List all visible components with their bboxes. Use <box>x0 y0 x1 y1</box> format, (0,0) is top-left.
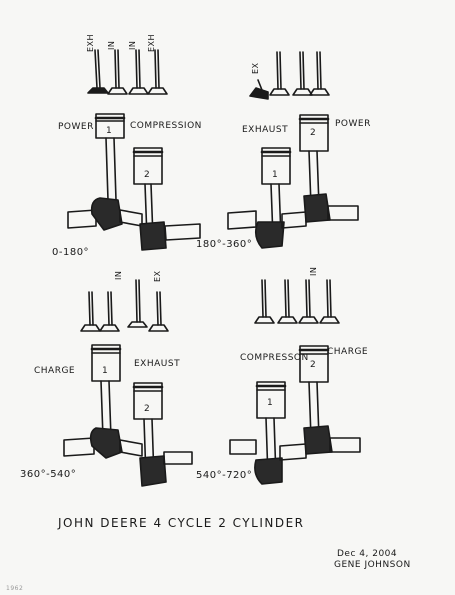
valve-label-in: IN <box>309 266 318 276</box>
crank-range-label: 0-180° <box>52 247 90 258</box>
crank-range-label: 360°-540° <box>20 469 77 480</box>
piston-number-1: 1 <box>267 398 274 408</box>
crankshaft <box>67 197 201 251</box>
piston-1 <box>260 147 292 239</box>
stroke-label-right: POWER <box>335 119 371 129</box>
piston-1 <box>90 344 122 439</box>
crank-range-label: 540°-720° <box>196 470 253 481</box>
piston-number-2: 2 <box>310 360 317 370</box>
piston-number-1: 1 <box>272 170 279 180</box>
panel-0-180 <box>67 49 201 251</box>
panel-360-540 <box>63 279 193 487</box>
piston-number-2: 2 <box>144 170 151 180</box>
diagram-title: JOHN DEERE 4 CYCLE 2 CYLINDER <box>58 516 305 530</box>
panel-540-720 <box>229 279 361 485</box>
valve-in-left <box>107 49 128 95</box>
stroke-label-left: CHARGE <box>34 366 76 376</box>
valve-in-right <box>128 49 149 95</box>
valve-ex-tilted <box>249 79 269 100</box>
valve-label-in-right: IN <box>128 40 137 50</box>
crank-range-label: 180°-360° <box>196 239 253 250</box>
piston-number-2: 2 <box>144 404 151 414</box>
valve-label-exh-left: EXH <box>86 33 95 52</box>
valve-exh-left <box>87 49 109 94</box>
valve-label-ex: EX <box>153 270 162 282</box>
piston-number-2: 2 <box>310 128 317 138</box>
valve-a <box>254 279 275 324</box>
valve-a <box>80 291 101 332</box>
diagram-author: GENE JOHNSON <box>334 560 411 570</box>
valve-b <box>277 279 298 324</box>
stroke-label-right: COMPRESSION <box>130 121 202 131</box>
valve-d <box>319 279 340 324</box>
valve-right <box>309 51 330 96</box>
stroke-label-left: POWER <box>58 122 94 132</box>
stroke-label-right: EXHAUST <box>134 359 181 369</box>
piston-number-1: 1 <box>102 366 109 376</box>
valve-c <box>127 279 148 328</box>
stroke-label-right: CHARGE <box>327 347 369 357</box>
valve-mid <box>292 51 313 96</box>
piston-1 <box>94 113 126 201</box>
panel-180-360 <box>227 51 359 249</box>
crankshaft <box>63 427 193 487</box>
crankshaft <box>227 193 359 249</box>
diagram-date: Dec 4, 2004 <box>337 549 398 559</box>
piston-number-1: 1 <box>106 126 113 136</box>
stroke-label-left: EXHAUST <box>242 125 289 135</box>
valve-left-closed <box>269 51 290 96</box>
valve-exh-right <box>147 49 168 95</box>
valve-label-ex: EX <box>251 62 260 74</box>
crankshaft <box>229 425 361 485</box>
valve-ex <box>148 291 169 332</box>
valve-in <box>298 279 319 324</box>
valve-label-in: IN <box>114 270 123 280</box>
corner-mark: 1962 <box>6 585 24 592</box>
valve-label-in-left: IN <box>107 40 116 50</box>
valve-in <box>99 291 120 332</box>
valve-label-exh-right: EXH <box>147 33 156 52</box>
stroke-label-left: COMPRESSON <box>240 353 309 363</box>
piston-2 <box>132 147 164 239</box>
